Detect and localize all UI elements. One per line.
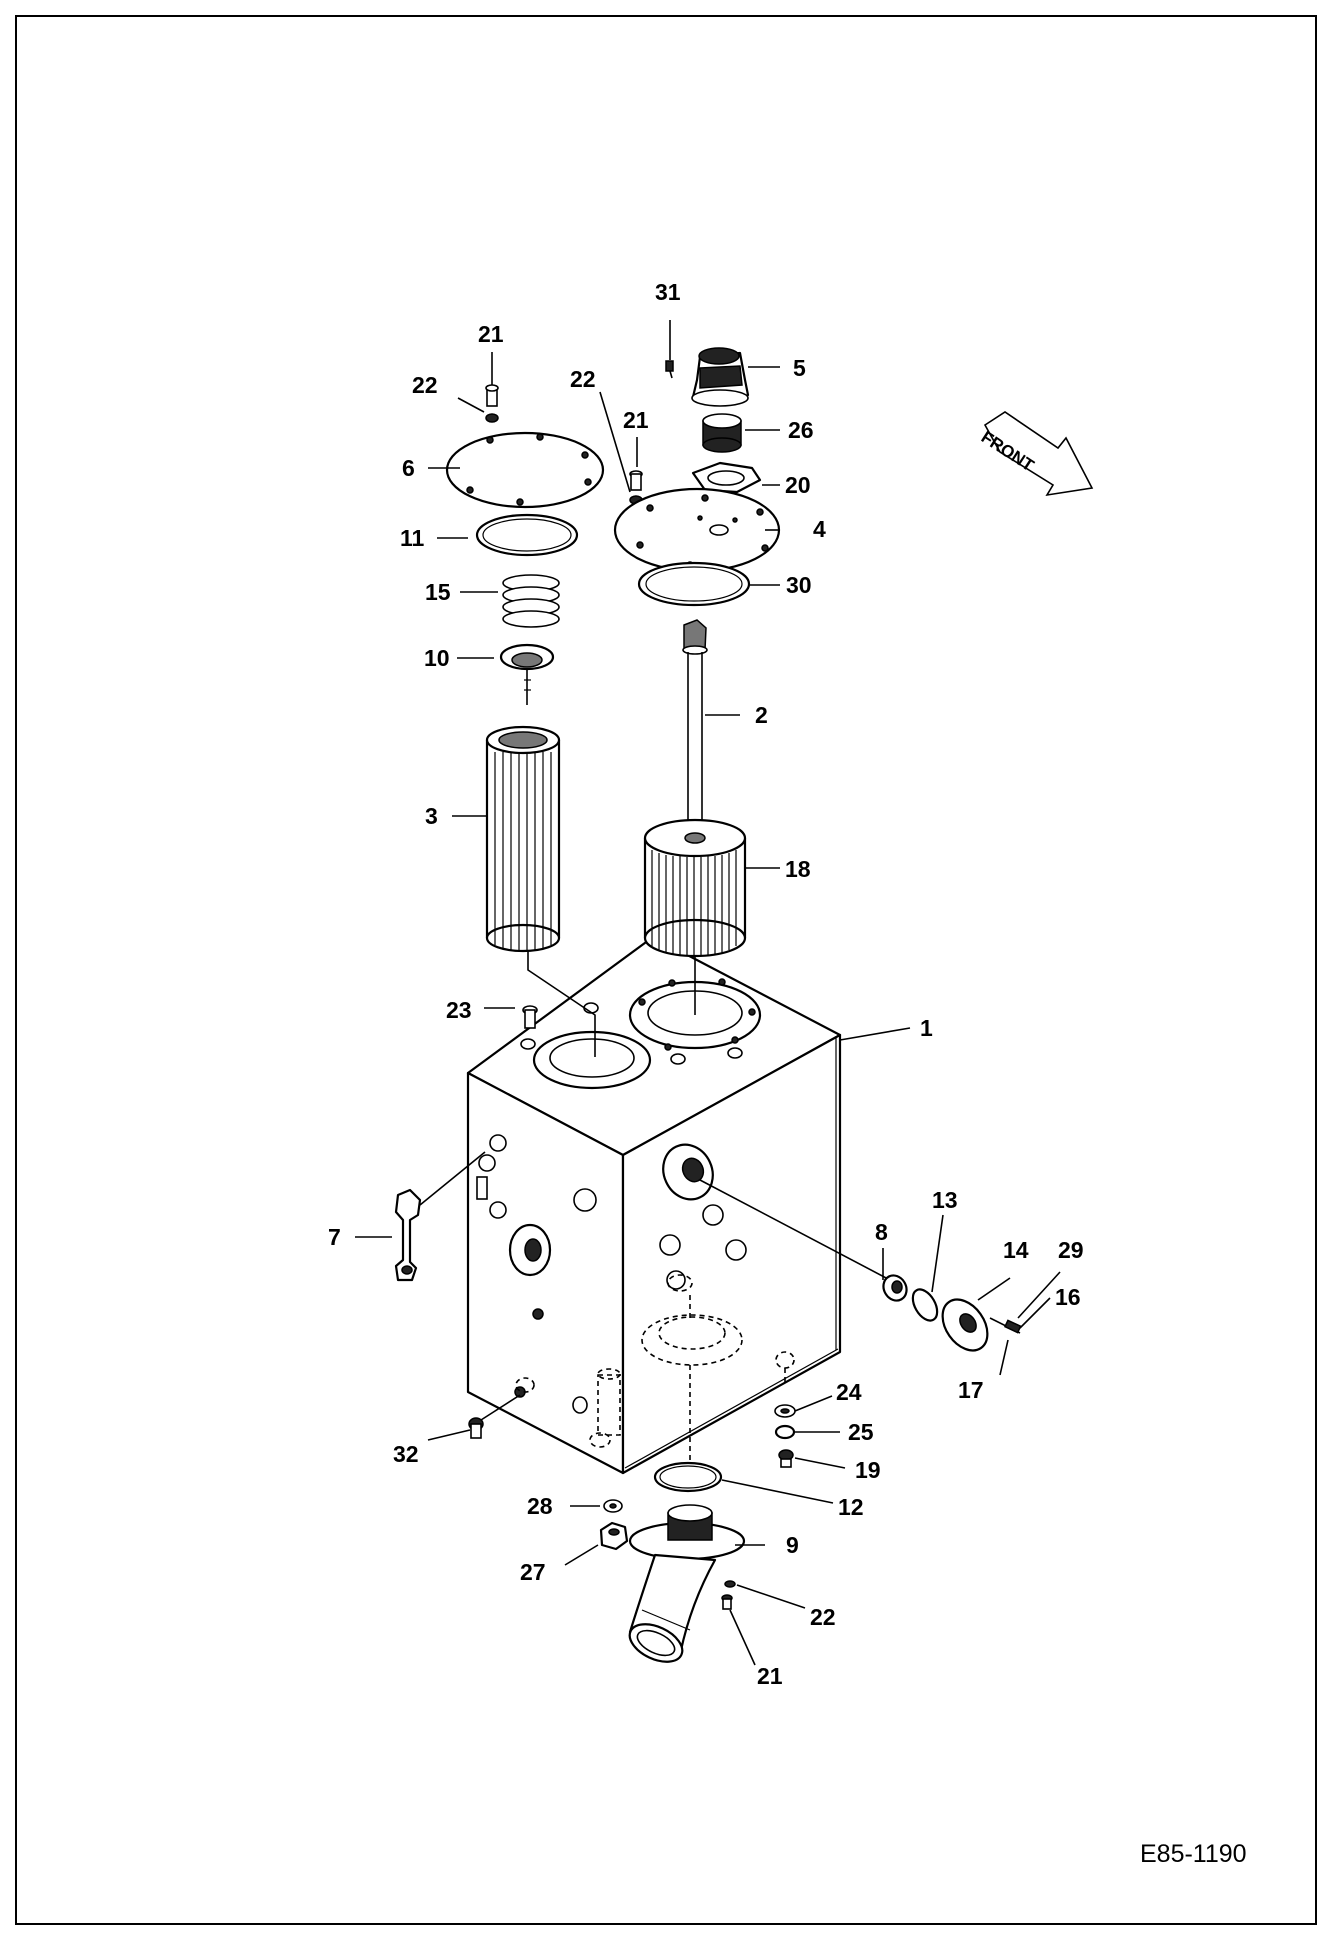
callout-8: 8: [875, 1219, 888, 1245]
o-ring-12: [653, 1461, 723, 1493]
flange-14: [941, 1298, 989, 1352]
o-ring-11: [475, 513, 579, 557]
breather-cap-5: [691, 347, 750, 407]
bypass-valve-10: [499, 643, 555, 705]
callout-18: 18: [785, 856, 811, 882]
callout-19: 19: [855, 1457, 881, 1483]
callout-32: 32: [393, 1441, 419, 1467]
callout-21-center: 21: [623, 407, 649, 433]
filter-cover-6: [445, 431, 605, 509]
callout-9: 9: [786, 1532, 799, 1558]
callout-21-bottom: 21: [757, 1663, 783, 1689]
callout-7: 7: [328, 1224, 341, 1250]
bolt-21-left: [485, 384, 499, 407]
drawing-code: E85-1190: [1140, 1840, 1247, 1868]
callout-labels: 21 22 6 11 15 10 3 23 22 21 31 5 26 20 4…: [328, 279, 1084, 1689]
cover-plate-4: [613, 487, 781, 573]
lockwasher-25: [774, 1424, 796, 1440]
screw-31: [665, 360, 674, 379]
plug-32: [468, 1394, 521, 1439]
suction-strainer-2: [682, 619, 708, 835]
washer-22-bottom: [724, 1580, 736, 1588]
callout-21-top-left: 21: [478, 321, 504, 347]
callout-23: 23: [446, 997, 472, 1023]
bolt-19: [778, 1449, 794, 1468]
callout-17: 17: [958, 1377, 984, 1403]
drain-plug-27: [599, 1521, 629, 1551]
washer-24: [774, 1404, 796, 1418]
callout-5: 5: [793, 355, 806, 381]
callout-31: 31: [655, 279, 681, 305]
fitting-8: [882, 1274, 908, 1302]
callout-25: 25: [848, 1419, 874, 1445]
suction-tube-9: [628, 1504, 746, 1663]
callout-1: 1: [920, 1015, 933, 1041]
sight-gauge-7: [394, 1151, 486, 1282]
callout-28: 28: [527, 1493, 553, 1519]
callout-24: 24: [836, 1379, 862, 1405]
callout-13: 13: [932, 1187, 958, 1213]
filter-element-3: [485, 725, 561, 953]
axis-line-right: [699, 1179, 891, 1281]
spring-15: [502, 574, 560, 628]
o-ring-30: [637, 561, 751, 607]
suction-element-18: [643, 818, 747, 958]
callout-2: 2: [755, 702, 768, 728]
drawing-border: [15, 15, 1317, 1925]
callout-29: 29: [1058, 1237, 1084, 1263]
screw-16: [989, 1317, 1022, 1334]
gasket-20: [691, 461, 762, 494]
callout-4: 4: [813, 516, 826, 542]
hydraulic-tank: [466, 935, 842, 1475]
callout-26: 26: [788, 417, 814, 443]
washer-22-left: [485, 413, 499, 423]
callout-16: 16: [1055, 1284, 1081, 1310]
callout-6: 6: [402, 455, 415, 481]
o-ring-13: [911, 1288, 939, 1322]
front-direction-arrow: FRONT: [978, 411, 1094, 497]
bolt-23: [522, 1005, 538, 1029]
bolt-21-bottom: [721, 1594, 733, 1610]
callout-11: 11: [400, 525, 425, 551]
strainer-26: [702, 413, 742, 453]
washer-28: [603, 1499, 623, 1513]
callout-27: 27: [520, 1559, 546, 1585]
callout-15: 15: [425, 579, 451, 605]
callout-20: 20: [785, 472, 811, 498]
callout-3: 3: [425, 803, 438, 829]
callout-22-center: 22: [570, 366, 596, 392]
callout-14: 14: [1003, 1237, 1029, 1263]
leader-lines: [355, 320, 1061, 1666]
callout-10: 10: [424, 645, 450, 671]
bolt-21-center: [629, 470, 643, 491]
callout-30: 30: [786, 572, 812, 598]
callout-12: 12: [838, 1494, 864, 1520]
callout-22-bottom: 22: [810, 1604, 836, 1630]
callout-22-top-left: 22: [412, 372, 438, 398]
